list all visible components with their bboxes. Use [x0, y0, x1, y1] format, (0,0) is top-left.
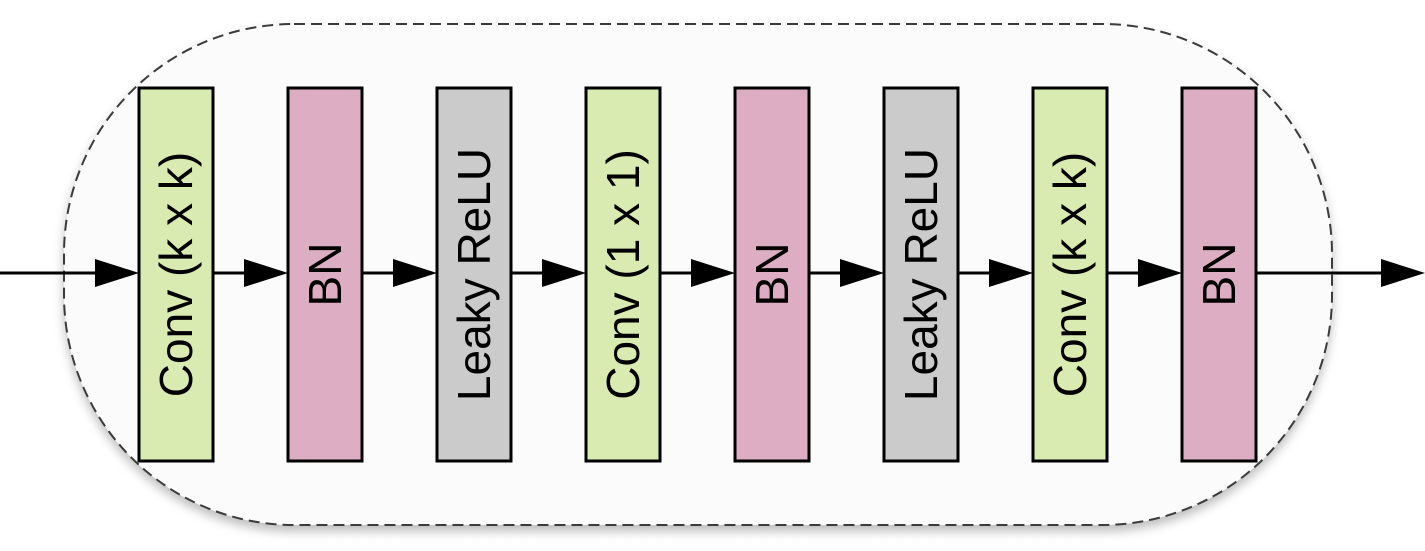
connection-arrow [809, 259, 884, 287]
layer-block-batchnorm: BN [1180, 86, 1258, 463]
layer-box [1031, 86, 1109, 463]
layer-box [584, 86, 662, 463]
layer-block-leaky-relu: Leaky ReLU [882, 86, 960, 463]
layer-block-batchnorm: BN [733, 86, 811, 463]
layer-block-leaky-relu: Leaky ReLU [435, 86, 513, 463]
layer-label: Conv (k x k) [150, 152, 202, 397]
layer-box [435, 86, 513, 463]
layer-label: Conv (1 x 1) [597, 149, 649, 400]
input-arrow [0, 259, 139, 287]
layer-box [1180, 86, 1258, 463]
layer-label: Leaky ReLU [895, 148, 947, 401]
layer-label: Conv (k x k) [1044, 152, 1096, 397]
connection-arrow [362, 259, 437, 287]
layer-block-conv: Conv (k x k) [1031, 86, 1109, 463]
layer-block-conv: Conv (k x k) [137, 86, 215, 463]
layers: Conv (k x k) BN Leaky ReLU Conv (1 x 1) BN Le… [137, 86, 1258, 463]
connection-arrow [660, 259, 735, 287]
output-arrow [1256, 259, 1425, 287]
connection-arrow [958, 259, 1033, 287]
layer-box [882, 86, 960, 463]
connection-arrow [1107, 259, 1182, 287]
layer-label: BN [746, 243, 798, 307]
layer-box [137, 86, 215, 463]
layer-label: BN [299, 243, 351, 307]
layer-label: Leaky ReLU [448, 148, 500, 401]
layer-box [286, 86, 364, 463]
connection-arrow [213, 259, 288, 287]
layer-box [733, 86, 811, 463]
connection-arrow [511, 259, 586, 287]
layer-block-batchnorm: BN [286, 86, 364, 463]
layer-label: BN [1193, 243, 1245, 307]
layer-block-conv: Conv (1 x 1) [584, 86, 662, 463]
connections [0, 259, 1425, 287]
